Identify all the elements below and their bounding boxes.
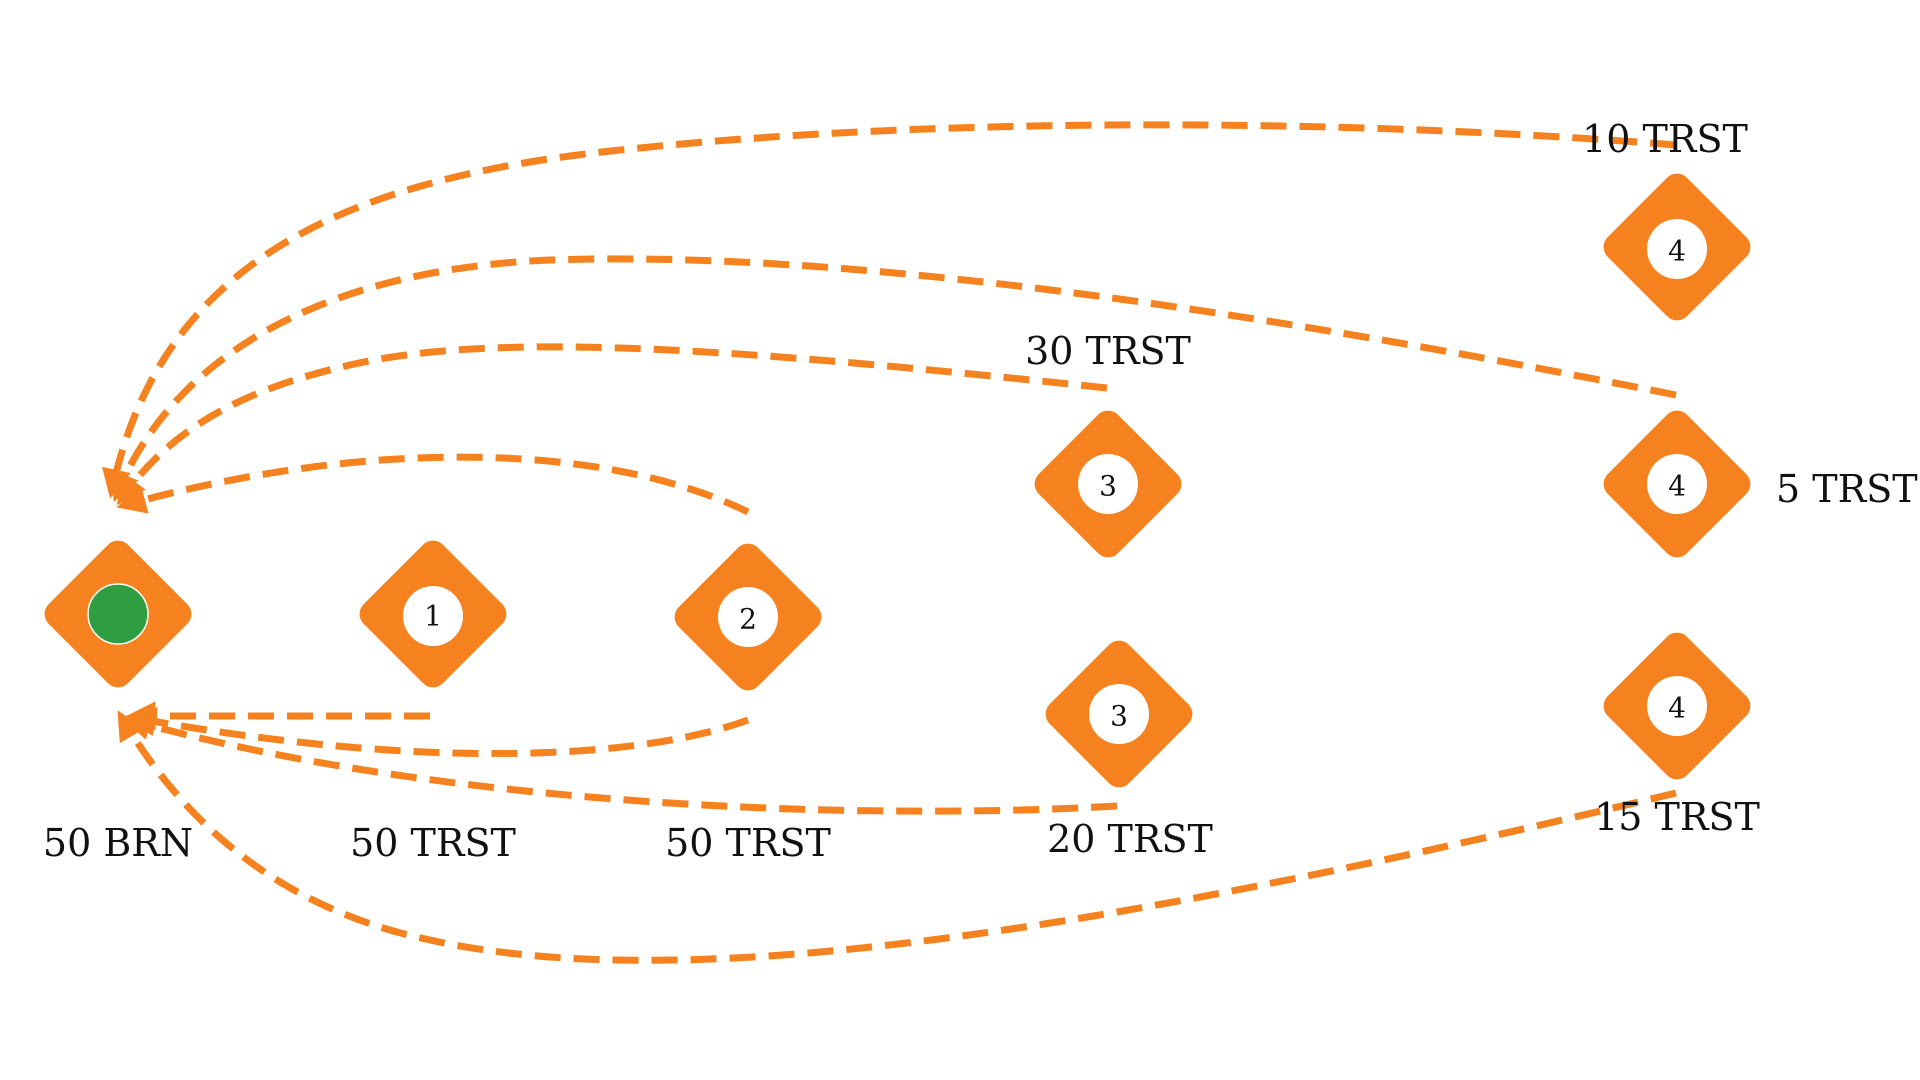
label-n4c: 15 TRST: [1594, 795, 1760, 839]
node-inner-circle: [1647, 219, 1707, 279]
node-n3b[interactable]: 3: [1040, 635, 1198, 793]
edge-n4a-to-root: [102, 121, 1677, 499]
node-inner-circle: [1647, 454, 1707, 514]
node-level-number: 4: [1668, 235, 1686, 268]
edge-n3a-to-root: [116, 343, 1108, 506]
edge-n4c-to-root: [117, 710, 1677, 964]
label-n4a: 10 TRST: [1582, 117, 1748, 161]
edge-n4b-to-root: [111, 255, 1677, 503]
node-level-number: 1: [424, 600, 442, 633]
node-n3a[interactable]: 3: [1029, 405, 1187, 563]
root-marker-circle: [87, 583, 149, 645]
label-n3a: 30 TRST: [1025, 329, 1191, 373]
node-n4a[interactable]: 4: [1598, 168, 1756, 326]
edge-n2-bottom-to-root: [126, 707, 750, 758]
node-level-number: 2: [739, 603, 757, 636]
label-root: 50 BRN: [43, 821, 193, 865]
node-root[interactable]: [39, 535, 197, 693]
edges: [102, 121, 1677, 964]
node-inner-circle: [1647, 676, 1707, 736]
edge-n2-top-to-root: [116, 453, 750, 516]
nodes: 1 2 3 3 4 4: [39, 168, 1756, 793]
node-level-number: 3: [1099, 470, 1117, 503]
label-n2: 50 TRST: [665, 821, 831, 865]
label-n1: 50 TRST: [350, 821, 516, 865]
node-n2[interactable]: 2: [669, 538, 827, 696]
node-level-number: 4: [1668, 692, 1686, 725]
node-n4c[interactable]: 4: [1598, 627, 1756, 785]
node-level-number: 4: [1668, 470, 1686, 503]
node-level-number: 3: [1110, 700, 1128, 733]
edge-n3b-to-root: [121, 711, 1118, 815]
node-n4b[interactable]: 4: [1598, 405, 1756, 563]
node-labels: 50 BRN 50 TRST 50 TRST 30 TRST 20 TRST 1…: [43, 117, 1918, 865]
node-n1[interactable]: 1: [354, 535, 512, 693]
label-n3b: 20 TRST: [1047, 817, 1213, 861]
node-inner-circle: [403, 586, 463, 646]
label-n4b: 5 TRST: [1776, 467, 1918, 511]
node-inner-circle: [1078, 454, 1138, 514]
node-inner-circle: [718, 587, 778, 647]
node-inner-circle: [1089, 684, 1149, 744]
